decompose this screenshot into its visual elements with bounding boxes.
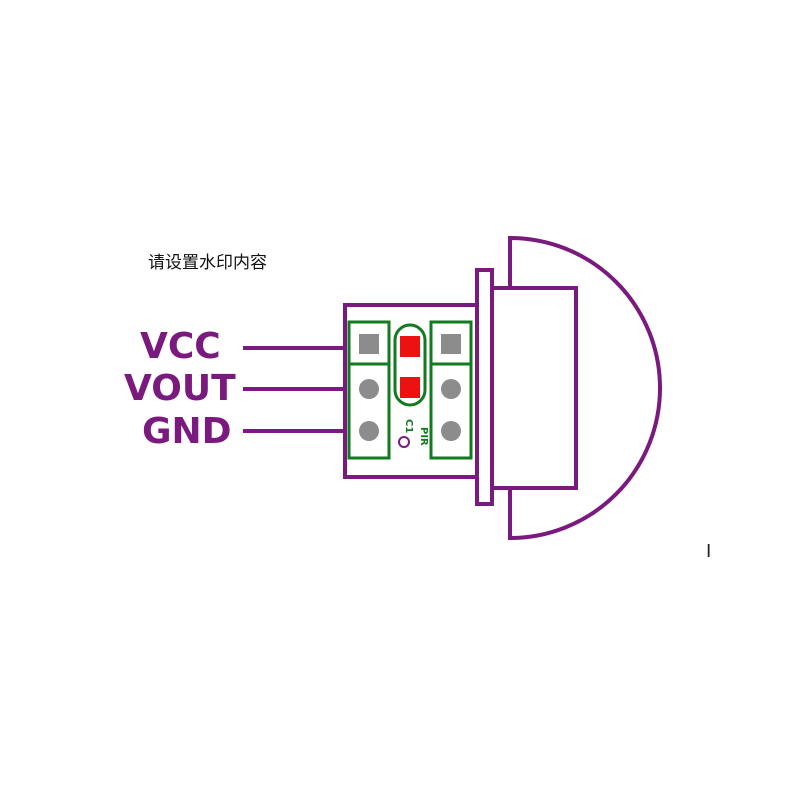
sensor-label: PIR (418, 427, 429, 446)
right-pad-bottom (441, 421, 461, 441)
lead-wires (243, 346, 346, 433)
left-pad-middle (359, 379, 379, 399)
left-pad-bottom (359, 421, 379, 441)
pin-label-vcc: VCC (140, 326, 221, 367)
capacitor-pad-top (400, 336, 420, 357)
via-hole (398, 436, 410, 448)
pin-label-gnd: GND (142, 411, 232, 452)
left-pin-header (347, 320, 391, 460)
left-header-outline (347, 320, 391, 460)
capacitor-outline (393, 323, 427, 407)
left-pad-square (359, 334, 379, 354)
lens-flange (475, 268, 494, 506)
watermark-text: 请设置水印内容 (148, 253, 267, 273)
stray-mark: I (706, 541, 711, 562)
right-pad-square (441, 334, 461, 354)
capacitor-c1 (393, 323, 427, 407)
pin-label-vout: VOUT (124, 368, 236, 409)
capacitor-label: C1 (403, 419, 414, 433)
right-pad-middle (441, 379, 461, 399)
sensor-window (490, 286, 578, 490)
capacitor-pad-bottom (400, 377, 420, 398)
right-header-outline (429, 320, 473, 460)
right-pin-header (429, 320, 473, 460)
